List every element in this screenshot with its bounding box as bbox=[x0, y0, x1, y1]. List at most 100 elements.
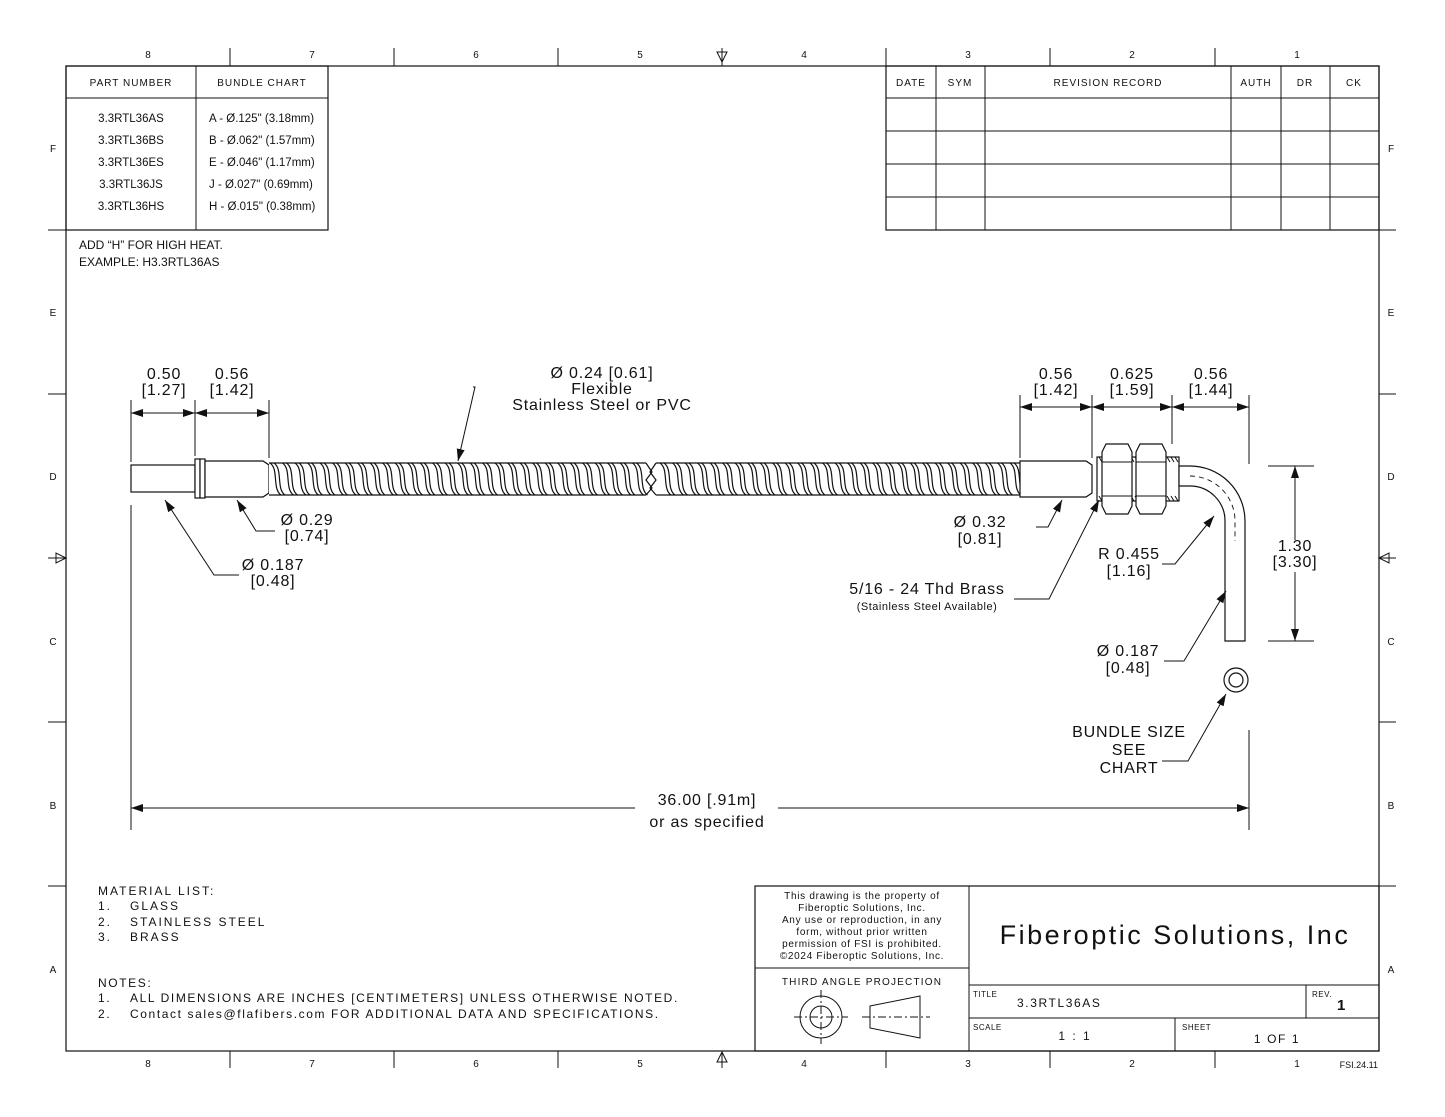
dimension-value: 0.56 bbox=[1039, 366, 1073, 383]
table-cell: A - Ø.125" (3.18mm) bbox=[209, 113, 314, 125]
note-text: ALL DIMENSIONS ARE INCHES [CENTIMETERS] … bbox=[130, 991, 679, 1005]
conduit-convolution bbox=[586, 462, 598, 496]
conduit-convolution bbox=[859, 462, 872, 496]
zone-row-label: C bbox=[49, 637, 56, 648]
rev-value: 1 bbox=[1337, 997, 1345, 1014]
zone-col-label: 1 bbox=[1294, 1059, 1300, 1070]
thread-line bbox=[1170, 456, 1175, 463]
dimension-value: [1.44] bbox=[1189, 382, 1234, 399]
dimension-value: [0.48] bbox=[1106, 660, 1151, 677]
conduit-convolution bbox=[398, 462, 411, 496]
conduit-convolution bbox=[511, 462, 523, 496]
list-number: 3. bbox=[98, 930, 112, 944]
conduit-convolution bbox=[611, 462, 623, 496]
zone-col-label: 1 bbox=[1294, 50, 1300, 61]
dimension-labels: 0.50 [1.27] 0.56 [1.42] Ø 0.24 [0.61] Fl… bbox=[142, 365, 1317, 831]
note-text: Contact sales@flafibers.com FOR ADDITION… bbox=[130, 1007, 660, 1021]
dimension-value: [1.27] bbox=[142, 382, 187, 399]
conduit-convolution bbox=[884, 462, 897, 496]
zone-row-label: F bbox=[50, 144, 56, 155]
conduit-convolution bbox=[659, 462, 672, 496]
conduit-convolution bbox=[457, 462, 469, 496]
conduit-convolution bbox=[713, 462, 726, 496]
conduit-convolution bbox=[663, 462, 676, 496]
conduit-convolution bbox=[282, 462, 294, 496]
zone-row-label: D bbox=[1387, 472, 1394, 483]
projection-label: THIRD ANGLE PROJECTION bbox=[782, 977, 942, 988]
conduit-convolution bbox=[382, 462, 394, 496]
dimension-value: R 0.455 bbox=[1098, 546, 1160, 563]
zone-col-label: 5 bbox=[637, 50, 643, 61]
conduit-convolution bbox=[411, 462, 423, 496]
conduit-convolution bbox=[557, 462, 569, 496]
conduit-convolution bbox=[561, 462, 573, 496]
note-line: EXAMPLE: H3.3RTL36AS bbox=[79, 255, 220, 269]
list-item: BRASS bbox=[130, 930, 181, 944]
conduit-convolution bbox=[623, 462, 636, 496]
conduit-convolution bbox=[763, 462, 776, 496]
flexible-conduit-left bbox=[269, 462, 653, 496]
table-cell: 3.3RTL36ES bbox=[98, 157, 164, 169]
conduit-convolution bbox=[332, 462, 344, 496]
table-header: CK bbox=[1346, 78, 1362, 89]
conduit-convolution bbox=[419, 462, 432, 496]
thread-line bbox=[1174, 495, 1179, 502]
conduit-convolution bbox=[269, 462, 282, 496]
title-block: This drawing is the property of Fiberopt… bbox=[754, 885, 1380, 1052]
bundle-end-view bbox=[1223, 667, 1249, 693]
conduit-convolution bbox=[273, 462, 286, 496]
conduit-convolution bbox=[486, 462, 498, 496]
conduit-convolution bbox=[888, 462, 901, 496]
company-name: Fiberoptic Solutions, Inc bbox=[1000, 920, 1351, 950]
conduit-convolution bbox=[286, 462, 298, 496]
conduit-convolution bbox=[913, 462, 926, 496]
thread-line bbox=[1174, 456, 1179, 463]
conduit-convolution bbox=[684, 462, 697, 496]
property-notice: Any use or reproduction, in any bbox=[782, 915, 942, 926]
conduit-convolution bbox=[532, 462, 544, 496]
conduit-convolution bbox=[963, 462, 976, 496]
conduit-convolution bbox=[469, 462, 482, 496]
table-cell: E - Ø.046" (1.17mm) bbox=[209, 157, 315, 169]
dimension-value: Flexible bbox=[571, 381, 633, 398]
conduit-convolution bbox=[772, 462, 784, 496]
conduit-convolution bbox=[976, 462, 988, 496]
conduit-convolution bbox=[544, 462, 557, 496]
conduit-convolution bbox=[784, 462, 797, 496]
zone-col-label: 8 bbox=[145, 1059, 151, 1070]
zone-row-label: B bbox=[50, 801, 57, 812]
conduit-convolution bbox=[951, 462, 963, 496]
table-cell: J - Ø.027" (0.69mm) bbox=[209, 179, 313, 191]
conduit-convolution bbox=[498, 462, 511, 496]
thread-line bbox=[1166, 495, 1171, 502]
conduit-convolution bbox=[876, 462, 888, 496]
zone-col-label: 8 bbox=[145, 50, 151, 61]
conduit-convolution bbox=[897, 462, 909, 496]
conduit-convolution bbox=[847, 462, 859, 496]
dimension-value: [1.42] bbox=[1034, 382, 1079, 399]
third-angle-projection-icon bbox=[794, 990, 930, 1044]
zone-col-label: 5 bbox=[637, 1059, 643, 1070]
conduit-convolution bbox=[947, 462, 959, 496]
dimension-value: 5/16 - 24 Thd Brass bbox=[849, 581, 1004, 598]
conduit-convolution bbox=[507, 462, 519, 496]
table-header: AUTH bbox=[1240, 78, 1271, 89]
conduit-convolution bbox=[901, 462, 913, 496]
conduit-convolution bbox=[909, 462, 922, 496]
scale-label: SCALE bbox=[973, 1023, 1002, 1032]
conduit-convolution bbox=[726, 462, 738, 496]
high-heat-note: ADD “H” FOR HIGH HEAT. EXAMPLE: H3.3RTL3… bbox=[79, 238, 223, 269]
title-label: TITLE bbox=[973, 990, 997, 999]
table-cell: 3.3RTL36JS bbox=[99, 179, 163, 191]
zone-row-label: C bbox=[1387, 637, 1394, 648]
dimension-note: (Stainless Steel Available) bbox=[857, 601, 997, 613]
conduit-convolution bbox=[298, 462, 311, 496]
table-header: REVISION RECORD bbox=[1054, 78, 1163, 89]
dimension-value: [1.16] bbox=[1107, 563, 1152, 580]
conduit-convolution bbox=[569, 462, 582, 496]
conduit-convolution bbox=[369, 462, 382, 496]
list-number: 1. bbox=[98, 991, 111, 1005]
dimension-value: 0.625 bbox=[1110, 366, 1154, 383]
threaded-fitting bbox=[1096, 443, 1180, 515]
